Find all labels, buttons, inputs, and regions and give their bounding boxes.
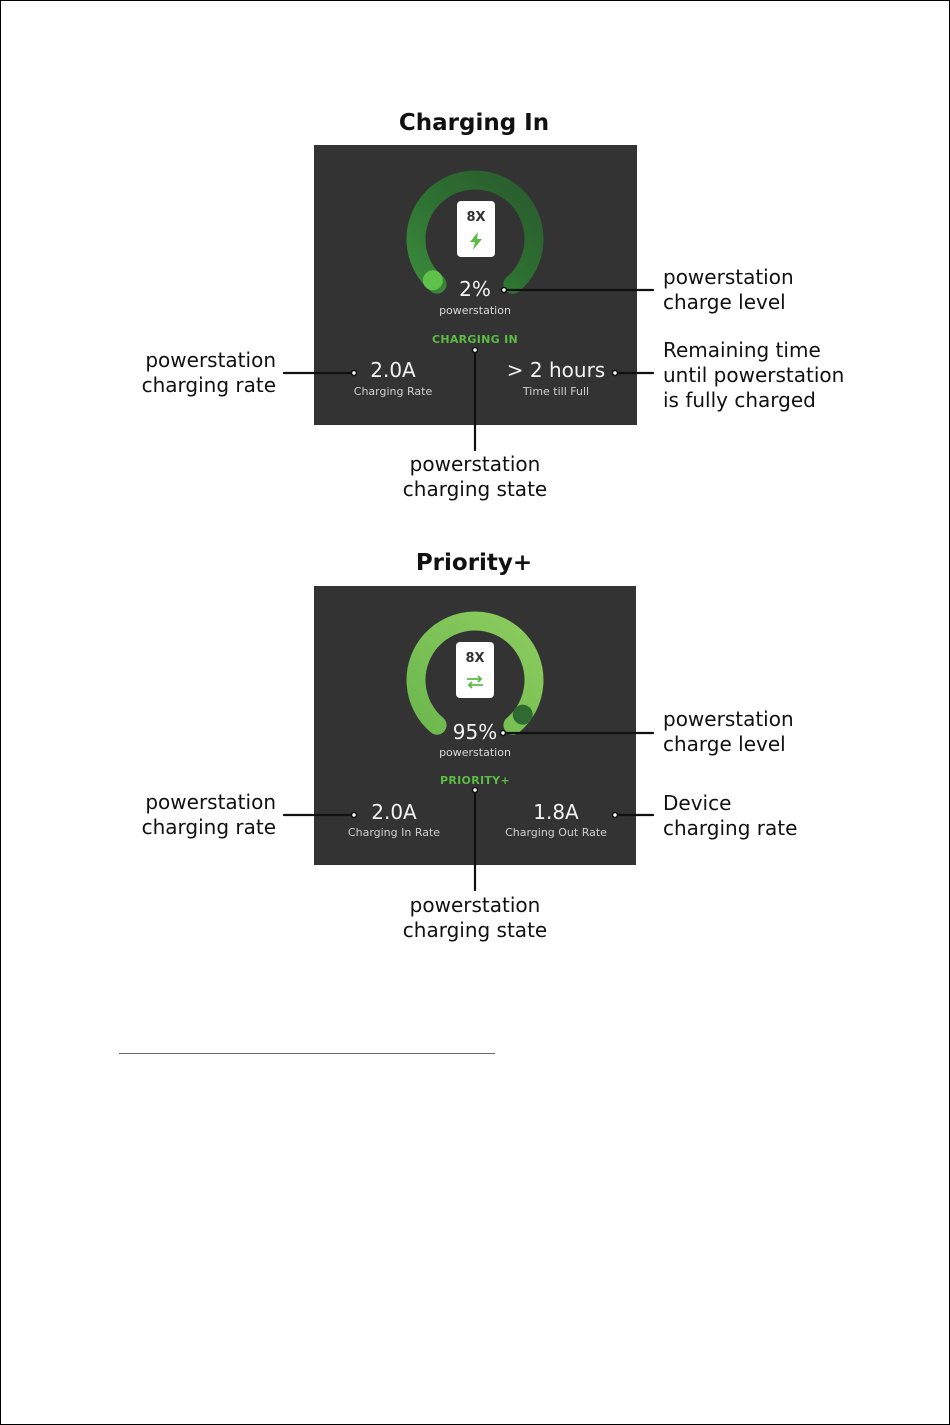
leader-dot (350, 369, 358, 377)
leader-dot (471, 786, 479, 794)
priority-plus-panel: 8X 95% powerstation PRIORITY+ 2.0A Charg… (314, 586, 636, 865)
callout-charging-rate: powerstation charging rate (100, 348, 276, 398)
charging-in-rate-value: 2.0A (371, 800, 417, 824)
charge-subtitle: powerstation (439, 746, 511, 759)
section-title-priority-plus: Priority+ (415, 550, 533, 576)
gauge-track-arc (406, 170, 544, 294)
callout-line: charging state (402, 918, 548, 942)
callout-line: charge level (663, 732, 786, 756)
callout-charging-rate: powerstation charging rate (100, 790, 276, 840)
section-title-charging-in: Charging In (398, 110, 550, 136)
callout-line: powerstation (409, 893, 541, 917)
charging-state: CHARGING IN (431, 333, 519, 346)
device-model: 8X (465, 651, 485, 666)
callout-remaining-time: Remaining time until powerstation is ful… (663, 338, 844, 413)
callout-line: charge level (663, 290, 786, 314)
leader-dot (611, 811, 619, 819)
bidirectional-arrows-icon (467, 675, 483, 689)
time-till-full-label: Time till Full (522, 385, 590, 398)
charge-gauge (406, 170, 544, 294)
charge-percent: 2% (459, 277, 491, 301)
callout-line: Remaining time (663, 338, 821, 362)
callout-line: is fully charged (663, 388, 816, 412)
charging-out-rate-value: 1.8A (533, 800, 579, 824)
callout-line: charging rate (141, 815, 276, 839)
gauge-level-knob (422, 270, 443, 291)
callout-line: powerstation (409, 452, 541, 476)
callout-device-charging-rate: Device charging rate (663, 791, 797, 841)
callout-charging-state: powerstation charging state (375, 893, 575, 943)
callout-line: powerstation (145, 790, 276, 814)
callout-line: powerstation (145, 348, 276, 372)
charge-gauge (406, 611, 544, 735)
leader-dot (471, 346, 479, 354)
callout-charge-level: powerstation charge level (663, 707, 794, 757)
callout-line: charging rate (663, 816, 798, 840)
lightning-bolt-icon (470, 232, 482, 250)
callout-line: until powerstation (663, 363, 845, 387)
device-model: 8X (466, 210, 486, 225)
callout-charge-level: powerstation charge level (663, 265, 794, 315)
callout-line: powerstation (663, 265, 794, 289)
leader-dot (350, 811, 358, 819)
footnote-divider (119, 1053, 495, 1054)
gauge-track-arc (406, 611, 544, 735)
callout-line: charging rate (141, 373, 276, 397)
charging-rate-label: Charging Rate (353, 385, 433, 398)
charging-rate-value: 2.0A (370, 358, 416, 382)
charging-out-rate-label: Charging Out Rate (505, 826, 607, 839)
device-card: 8X (457, 201, 495, 257)
callout-line: powerstation (663, 707, 794, 731)
leader-dot (499, 729, 507, 737)
device-card: 8X (456, 642, 494, 698)
charge-subtitle: powerstation (439, 304, 511, 317)
charge-percent: 95% (452, 720, 498, 744)
callout-line: Device (663, 791, 732, 815)
charging-in-rate-label: Charging In Rate (347, 826, 441, 839)
leader-dot (611, 369, 619, 377)
time-till-full-value: > 2 hours (506, 358, 606, 382)
gauge-level-knob (512, 704, 533, 725)
leader-dot (500, 286, 508, 294)
callout-line: charging state (402, 477, 548, 501)
callout-charging-state: powerstation charging state (375, 452, 575, 502)
charging-state: PRIORITY+ (440, 774, 510, 787)
